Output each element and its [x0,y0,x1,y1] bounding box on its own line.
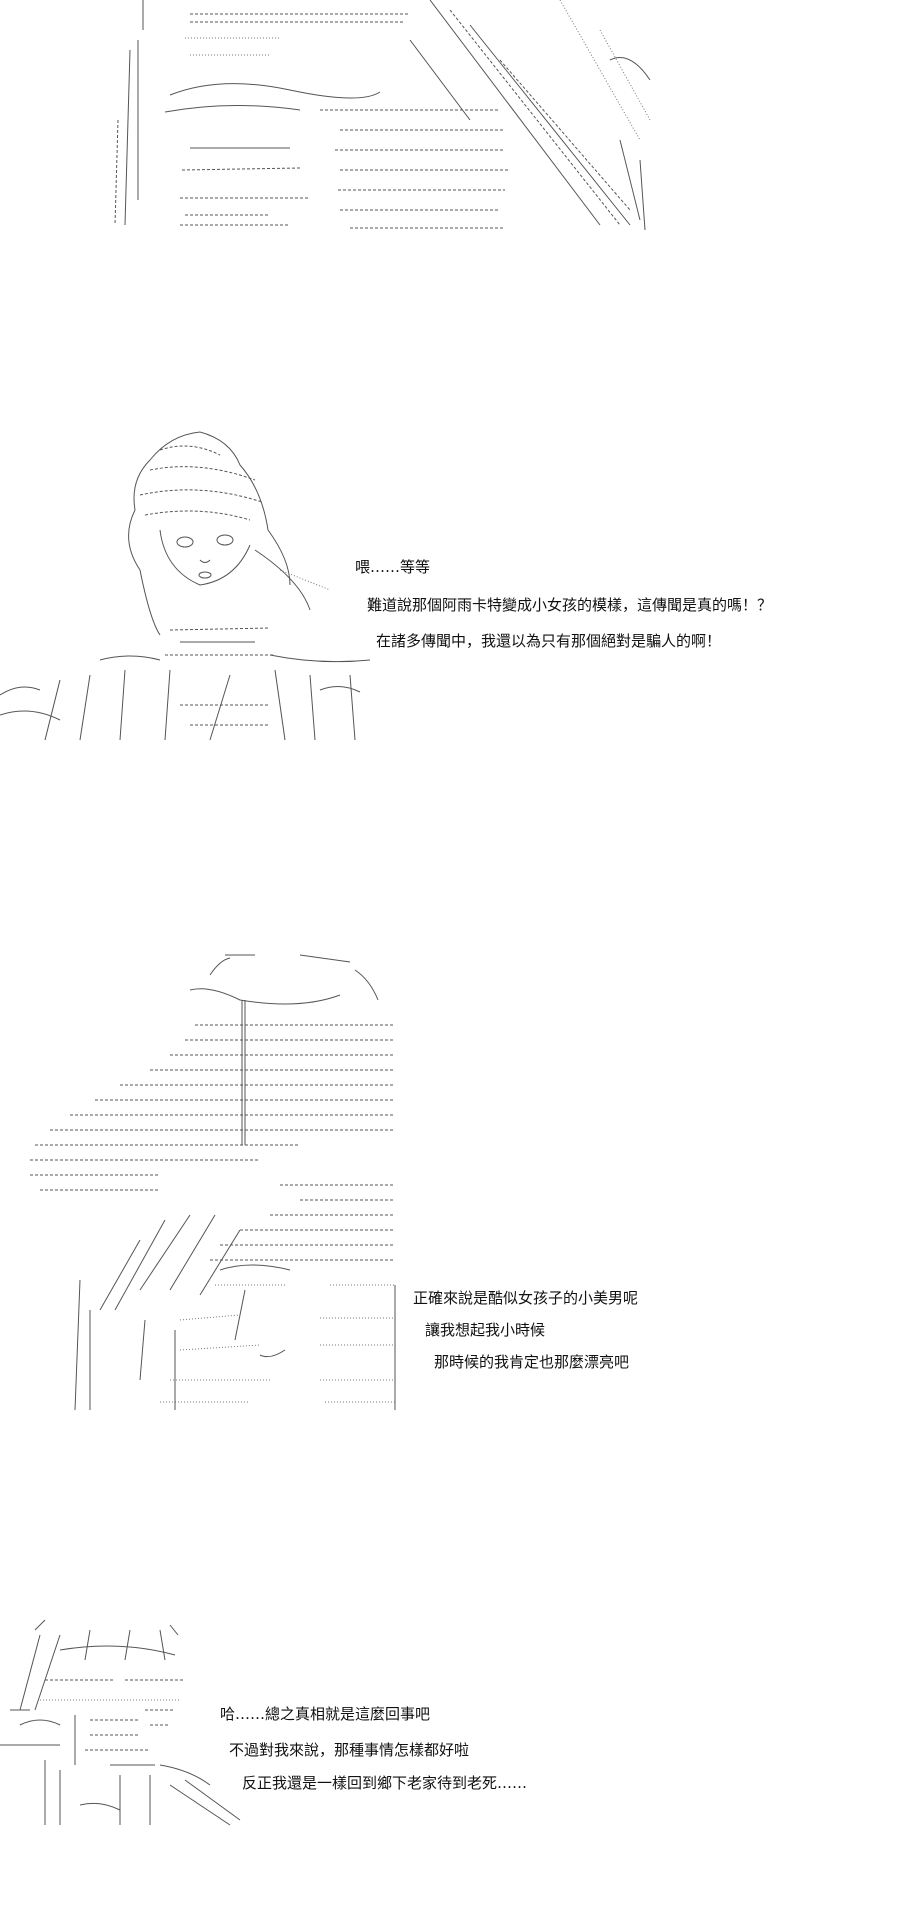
ascii-art-figure-top [114,0,651,231]
dialog-line-8: 不過對我來說，那種事情怎樣都好啦 [229,1741,470,1759]
ascii-art-character-sighing [0,1619,241,1826]
dialog-line-9: 反正我還是一樣回到鄉下老家待到老死…… [242,1774,528,1792]
dialog-line-2: 難道說那個阿雨卡特變成小女孩的模樣，這傳聞是真的嗎！？ [367,596,773,614]
dialog-line-1: 喂……等等 [355,558,431,576]
ascii-art-character-hat [30,954,396,1411]
dialog-line-3: 在諸多傳聞中，我還以為只有那個絕對是騙人的啊！ [376,632,722,650]
panel-4: 哈……總之真相就是這麼回事吧 不過對我來說，那種事情怎樣都好啦 反正我還是一樣回… [0,1600,914,1900]
panel-3: 正確來說是酷似女孩子的小美男呢 讓我想起我小時候 那時候的我肯定也那麼漂亮吧 [0,940,914,1420]
dialog-line-4: 正確來說是酷似女孩子的小美男呢 [413,1289,639,1307]
panel-2: 喂……等等 難道說那個阿雨卡特變成小女孩的模樣，這傳聞是真的嗎！？ 在諸多傳聞中… [0,420,914,741]
dialog-line-5: 讓我想起我小時候 [425,1321,546,1339]
panel-1 [0,0,914,240]
ascii-art-character-shocked [0,431,371,741]
dialog-line-7: 哈……總之真相就是這麼回事吧 [220,1705,431,1723]
dialog-line-6: 那時候的我肯定也那麼漂亮吧 [434,1353,630,1371]
